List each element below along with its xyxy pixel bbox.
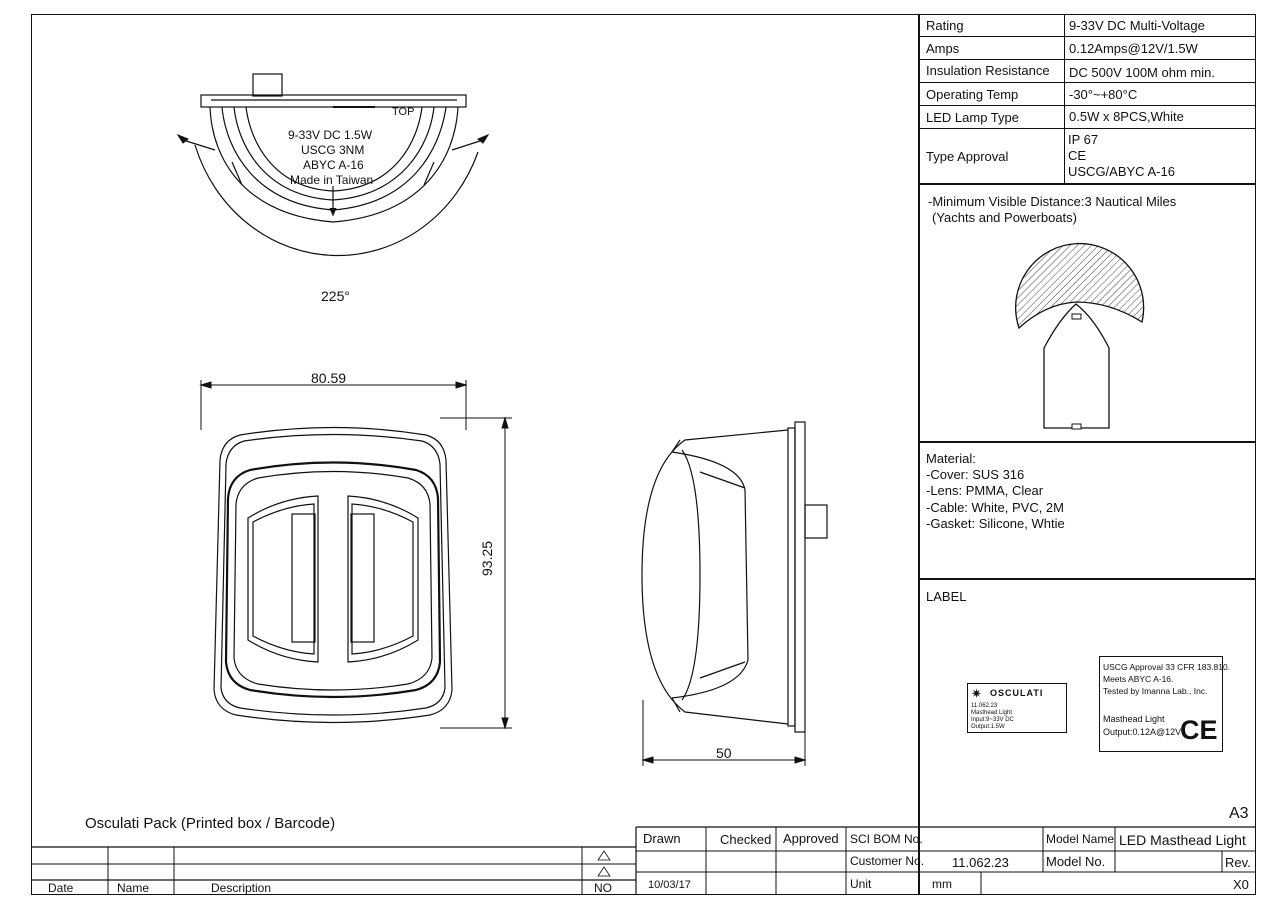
uscg-label: USCG Approval 33 CFR 183.810. Meets ABYC… xyxy=(1099,656,1230,752)
tb-rev-value: X0 xyxy=(1233,877,1249,892)
spec-label-temp: Operating Temp xyxy=(926,87,1019,102)
top-view-top-marker: TOP xyxy=(392,106,415,118)
spec-label-insulation: Insulation Resistance xyxy=(926,63,1050,78)
tb-unit-value: mm xyxy=(932,877,952,891)
rev-header-no: NO xyxy=(594,881,612,895)
dimension-lines xyxy=(176,133,807,766)
visibility-line2: (Yachts and Powerboats) xyxy=(932,210,1077,225)
rev-header-date: Date xyxy=(48,881,74,895)
tb-approved-header: Approved xyxy=(783,831,839,846)
label-title: LABEL xyxy=(926,589,967,604)
spec-value-led: 0.5W x 8PCS,White xyxy=(1069,109,1184,124)
depth-dimension: 50 xyxy=(716,745,732,761)
tb-rev-label: Rev. xyxy=(1225,855,1251,870)
uscg-label-line2: Meets ABYC A-16. xyxy=(1103,674,1174,684)
top-view-label-line1: 9-33V DC 1.5W xyxy=(288,128,373,142)
top-view-label-line3: ABYC A-16 xyxy=(303,158,364,172)
uscg-label-line1: USCG Approval 33 CFR 183.810. xyxy=(1103,662,1231,672)
osculati-label-line3: Input:9~33V DC xyxy=(971,717,1014,723)
top-view-label-line4: Made in Taiwan xyxy=(290,173,374,187)
spec-value-rating: 9-33V DC Multi-Voltage xyxy=(1069,18,1205,33)
uscg-label-line4: Masthead Light xyxy=(1103,714,1165,724)
material-lens: -Lens: PMMA, Clear xyxy=(926,483,1044,498)
material-cover: -Cover: SUS 316 xyxy=(926,467,1025,482)
rev-header-name: Name xyxy=(117,881,150,895)
top-view xyxy=(182,73,484,257)
tb-model-name-value: LED Masthead Light xyxy=(1119,832,1246,848)
spec-value-approval-ip: IP 67 xyxy=(1068,132,1099,147)
uscg-label-line3: Tested by Imanna Lab., Inc. xyxy=(1103,686,1208,696)
drawing-frame xyxy=(31,14,1256,895)
sheet-size: A3 xyxy=(1229,805,1249,822)
tb-model-no-label: Model No. xyxy=(1046,854,1106,869)
title-block-grid xyxy=(31,826,1256,895)
osculati-label-line4: Output:1.5W xyxy=(971,724,1005,730)
visibility-line1: -Minimum Visible Distance:3 Nautical Mil… xyxy=(928,194,1177,209)
tb-unit-label: Unit xyxy=(850,877,872,891)
osculati-brand: OSCULATI xyxy=(990,688,1044,698)
tb-checked-header: Checked xyxy=(720,832,772,847)
visibility-sector-diagram xyxy=(1015,242,1145,430)
spec-value-approval-uscg: USCG/ABYC A-16 xyxy=(1068,164,1175,179)
visibility-divider xyxy=(918,441,1256,443)
tb-customer-no-value: 11.062.23 xyxy=(952,855,1009,870)
side-view xyxy=(641,421,828,733)
spec-value-insulation: DC 500V 100M ohm min. xyxy=(1069,65,1215,80)
material-divider xyxy=(918,578,1256,580)
osculati-logo-icon: ✷ xyxy=(971,686,982,701)
spec-label-led: LED Lamp Type xyxy=(926,110,1019,125)
tb-drawn-header: Drawn xyxy=(643,831,681,846)
spec-label-approval: Type Approval xyxy=(926,149,1009,164)
width-dimension: 80.59 xyxy=(311,370,347,386)
spec-value-temp: -30°~+80°C xyxy=(1069,87,1138,102)
angle-dimension: 225° xyxy=(321,288,350,304)
material-title: Material: xyxy=(926,451,976,466)
spec-value-approval-ce: CE xyxy=(1068,148,1087,163)
osculati-label-line2: Masthead Light xyxy=(971,710,1013,716)
top-view-label-line2: USCG 3NM xyxy=(301,143,365,157)
tb-drawn-date: 10/03/17 xyxy=(648,879,691,891)
tb-sci-bom-header: SCI BOM No. xyxy=(850,832,923,846)
material-cable: -Cable: White, PVC, 2M xyxy=(926,500,1064,515)
tb-model-name-label: Model Name xyxy=(1046,832,1115,846)
ce-mark-icon: CE xyxy=(1180,715,1218,745)
spec-label-rating: Rating xyxy=(926,18,964,33)
rev-header-description: Description xyxy=(211,881,272,895)
spec-label-amps: Amps xyxy=(926,41,960,56)
height-dimension: 93.25 xyxy=(479,540,495,576)
osculati-label-line1: 11.062.23 xyxy=(971,703,998,709)
pack-note: Osculati Pack (Printed box / Barcode) xyxy=(85,815,336,832)
front-view xyxy=(213,426,453,724)
tb-customer-no-label: Customer No. xyxy=(850,854,925,868)
osculati-label: ✷ OSCULATI 11.062.23 Masthead Light Inpu… xyxy=(967,683,1067,733)
right-panel-border xyxy=(918,14,920,895)
uscg-label-line5: Output:0.12A@12V xyxy=(1103,727,1182,737)
spec-value-amps: 0.12Amps@12V/1.5W xyxy=(1069,41,1198,56)
material-gasket: -Gasket: Silicone, Whtie xyxy=(926,516,1065,531)
